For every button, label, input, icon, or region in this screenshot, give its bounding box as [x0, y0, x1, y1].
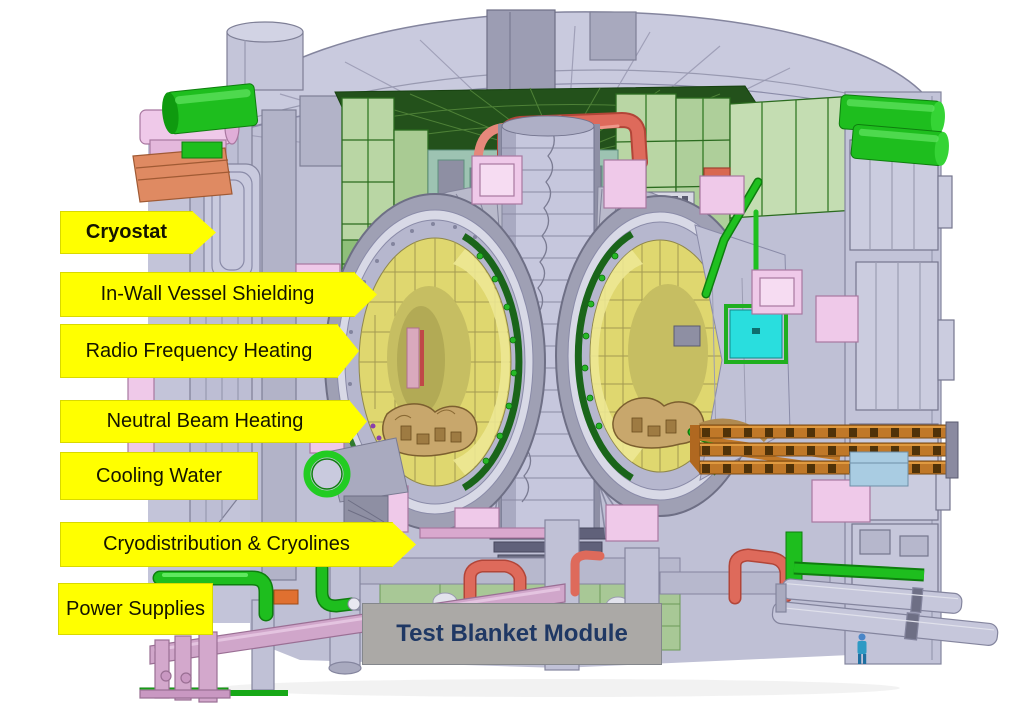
- callout-test-blanket-module: Test Blanket Module: [362, 603, 662, 665]
- lower-right-ducts: [771, 578, 999, 646]
- callout-in-wall-vessel-shielding: In-Wall Vessel Shielding: [60, 272, 355, 317]
- callout-neutral-beam-heating-label: Neutral Beam Heating: [106, 410, 304, 432]
- callout-radio-frequency-heating-label: Radio Frequency Heating: [85, 339, 313, 362]
- callout-cryodistribution-cryolines-label: Cryodistribution & Cryolines: [103, 533, 350, 555]
- callout-power-supplies: Power Supplies: [58, 583, 213, 635]
- lower-cooling-pipes: [463, 548, 793, 607]
- port-seal-ring: [303, 437, 409, 527]
- callout-in-wall-vessel-shielding-label: In-Wall Vessel Shielding: [100, 283, 315, 305]
- callout-test-blanket-module-label: Test Blanket Module: [396, 620, 628, 647]
- callout-cryostat-label: Cryostat: [85, 221, 168, 243]
- callout-cooling-water: Cooling Water: [60, 452, 258, 500]
- callout-cryodistribution-cryolines: Cryodistribution & Cryolines: [60, 522, 393, 567]
- worker-figure: [857, 633, 867, 664]
- right-port-cells: [699, 91, 955, 665]
- callout-power-supplies-label: Power Supplies: [66, 597, 205, 620]
- callout-radio-frequency-heating: Radio Frequency Heating: [60, 324, 338, 378]
- callout-cooling-water-label: Cooling Water: [96, 464, 222, 487]
- neutral-beam-lines: [690, 421, 959, 487]
- callout-cryostat: Cryostat: [60, 211, 193, 254]
- callout-neutral-beam-heating: Neutral Beam Heating: [60, 400, 350, 443]
